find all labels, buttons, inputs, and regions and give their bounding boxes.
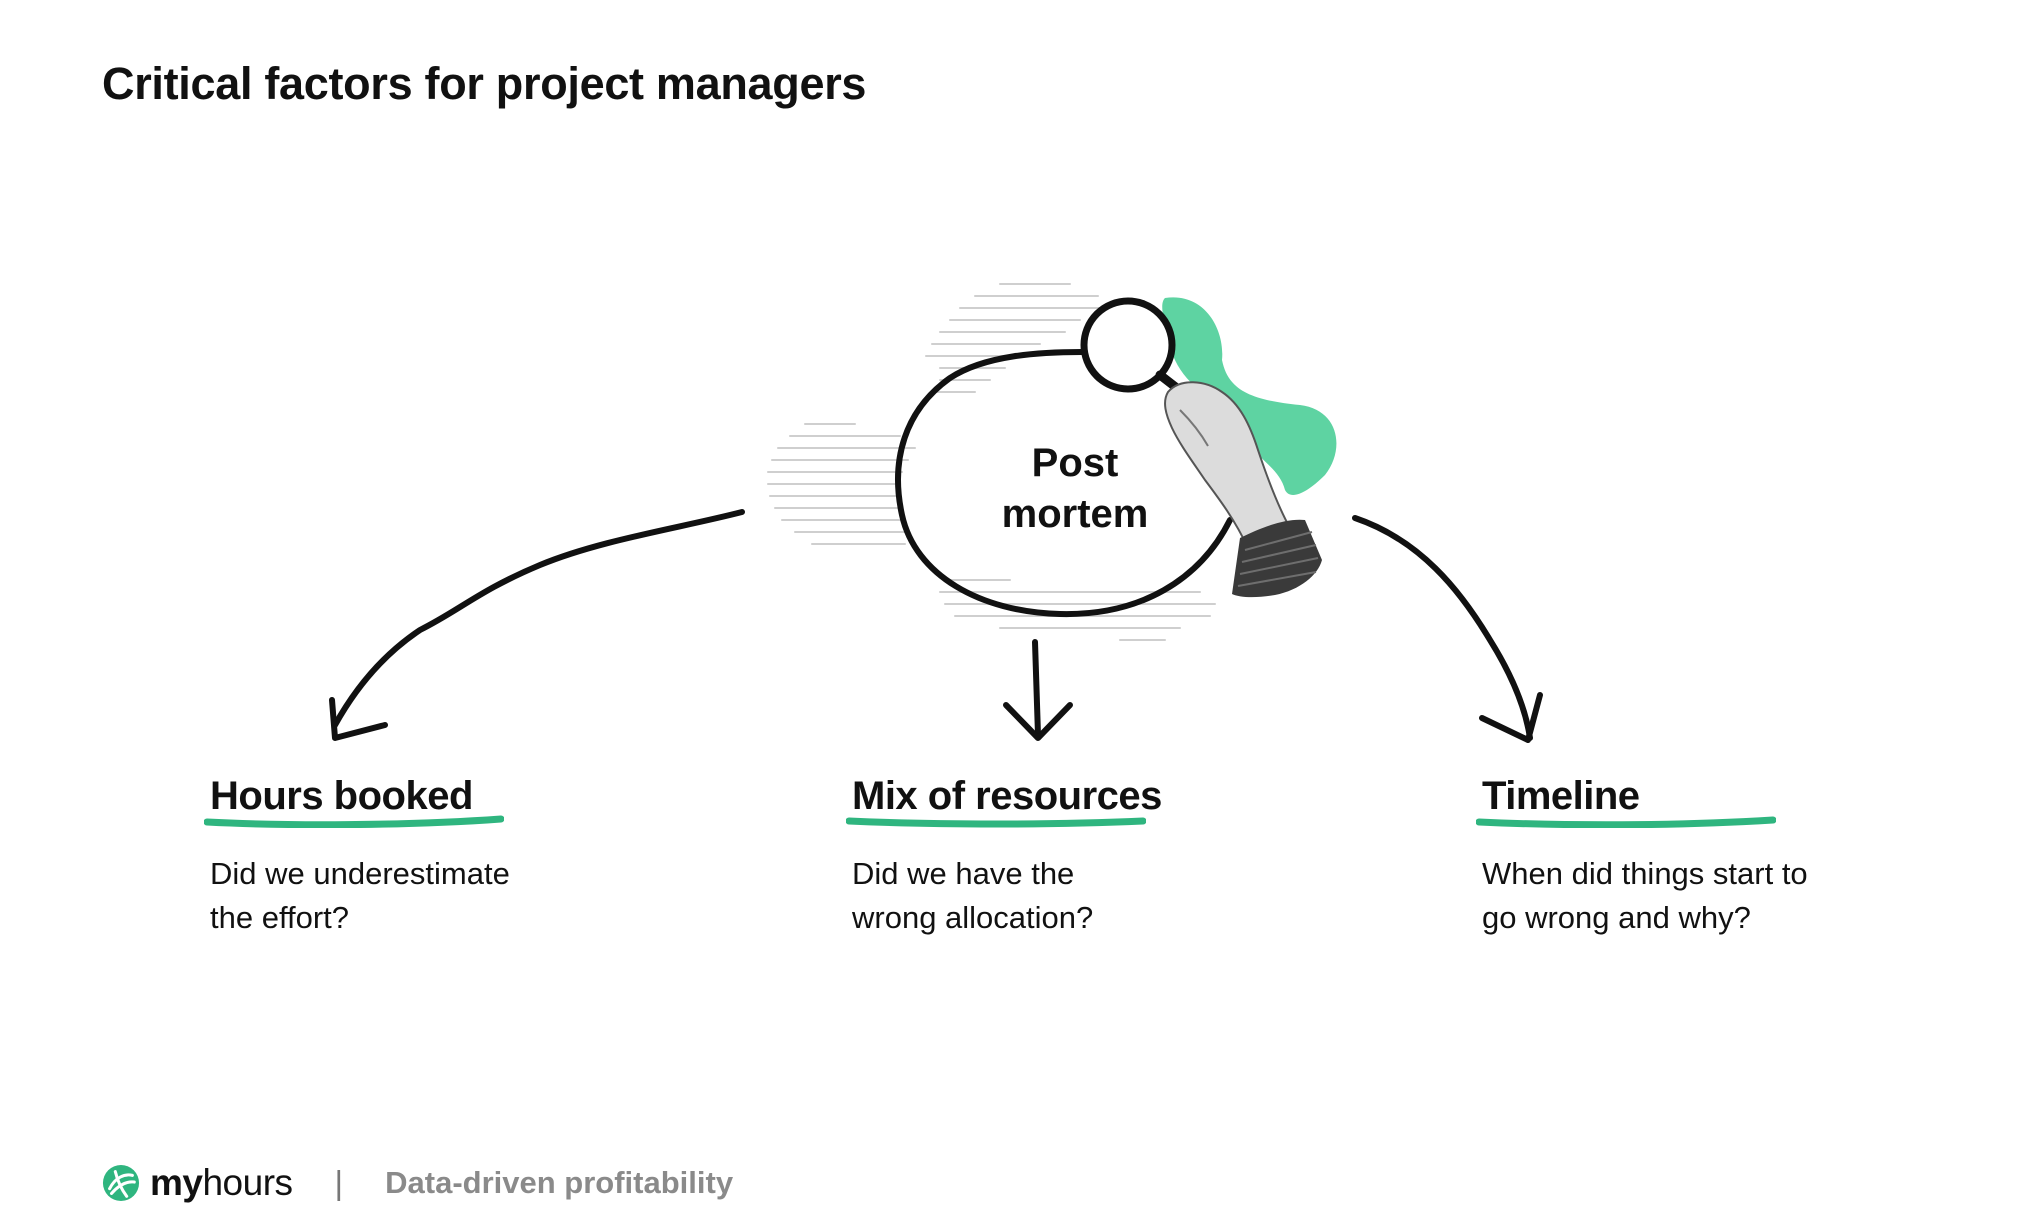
- factor-description-line2: the effort?: [210, 900, 350, 935]
- factor-hours-booked: Hours booked Did we underestimate the ef…: [204, 770, 510, 940]
- brand-name-bold: my: [150, 1162, 203, 1203]
- factor-title: Hours booked: [204, 770, 504, 828]
- footer-tagline: Data-driven profitability: [385, 1165, 734, 1200]
- factor-title-text: Mix of resources: [852, 774, 1162, 818]
- center-label-line1: Post: [1031, 441, 1119, 485]
- green-blob: [1162, 297, 1337, 495]
- factor-mix-of-resources: Mix of resources Did we have the wrong a…: [846, 770, 1162, 940]
- page-title: Critical factors for project managers: [102, 58, 867, 109]
- factor-title: Timeline: [1476, 770, 1776, 828]
- center-node-label: Post mortem: [930, 438, 1220, 540]
- factor-description: Did we underestimate the effort?: [210, 852, 510, 940]
- factor-description-line1: When did things start to: [1482, 856, 1808, 891]
- factor-description-line1: Did we underestimate: [210, 856, 510, 891]
- factor-description: When did things start to go wrong and wh…: [1482, 852, 1808, 940]
- factor-underline: [204, 815, 504, 828]
- arrow-to-timeline: [1352, 515, 1543, 743]
- brand-name: myhours: [150, 1162, 293, 1204]
- factor-underline: [846, 817, 1146, 828]
- factor-underline: [1476, 816, 1776, 828]
- factor-title-text: Hours booked: [210, 774, 473, 818]
- factor-title-text: Timeline: [1482, 774, 1640, 818]
- factor-description-line1: Did we have the: [852, 856, 1075, 891]
- magnifying-glass-hand-icon: [1080, 297, 1322, 598]
- footer-separator: |: [334, 1164, 344, 1201]
- factor-title: Mix of resources: [846, 770, 1162, 828]
- arrow-to-mix-of-resources: [1003, 639, 1073, 741]
- factor-description-line2: go wrong and why?: [1482, 900, 1751, 935]
- factor-timeline: Timeline When did things start to go wro…: [1476, 770, 1808, 940]
- post-mortem-loop: [895, 349, 1233, 618]
- factor-description: Did we have the wrong allocation?: [852, 852, 1162, 940]
- factor-description-line2: wrong allocation?: [852, 900, 1094, 935]
- arrow-to-hours-booked: [329, 509, 745, 741]
- brand-name-light: hours: [202, 1162, 293, 1203]
- center-label-line2: mortem: [1001, 492, 1149, 536]
- myhours-logo-icon: [102, 1164, 140, 1202]
- footer: myhours | Data-driven profitability: [102, 1160, 733, 1206]
